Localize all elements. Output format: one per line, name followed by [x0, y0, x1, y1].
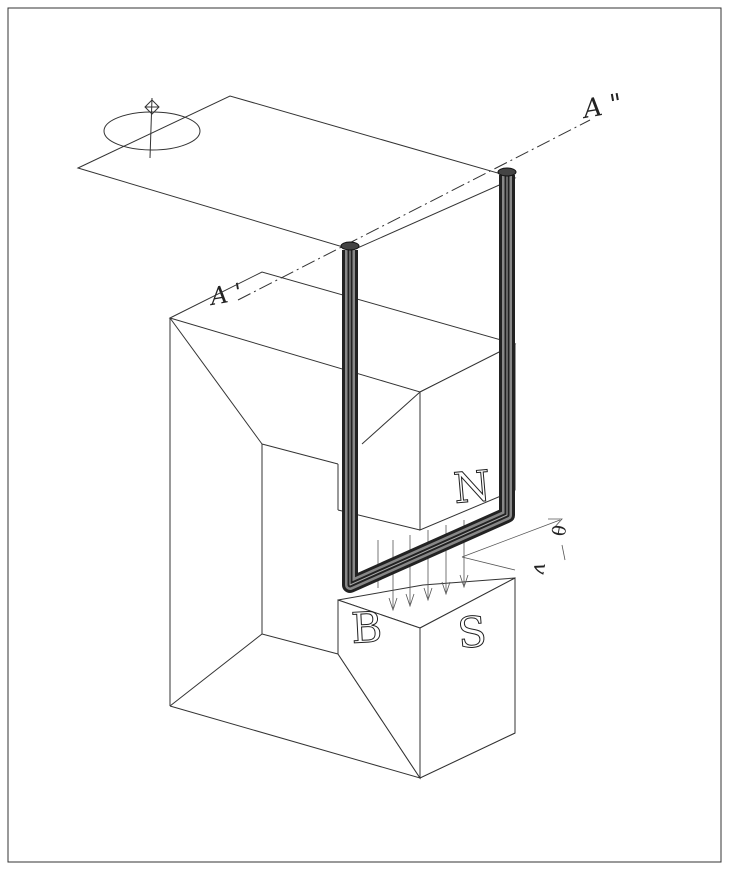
rotation-disk	[103, 111, 201, 151]
axis-arrow-icon	[144, 99, 160, 115]
conductor-loop	[340, 167, 517, 593]
label-theta: θ	[546, 523, 569, 537]
north-pole-block	[337, 343, 516, 531]
tube-end	[497, 167, 517, 177]
axis-line	[237, 119, 591, 301]
south-pole-block	[337, 577, 516, 780]
label-field: B	[350, 602, 383, 653]
label-south: S	[456, 607, 489, 658]
label-a-prime: A '	[206, 278, 244, 311]
label-north: N	[452, 461, 493, 513]
velocity-vector	[461, 518, 566, 571]
tube-end	[340, 241, 360, 251]
reference-line	[461, 556, 516, 571]
rotation-axis	[149, 97, 153, 159]
velocity-arrow	[461, 519, 561, 558]
label-velocity: v	[528, 561, 554, 577]
top-plane	[76, 95, 517, 251]
drawing-frame	[7, 7, 722, 863]
label-a-double-prime: A "	[579, 89, 625, 126]
